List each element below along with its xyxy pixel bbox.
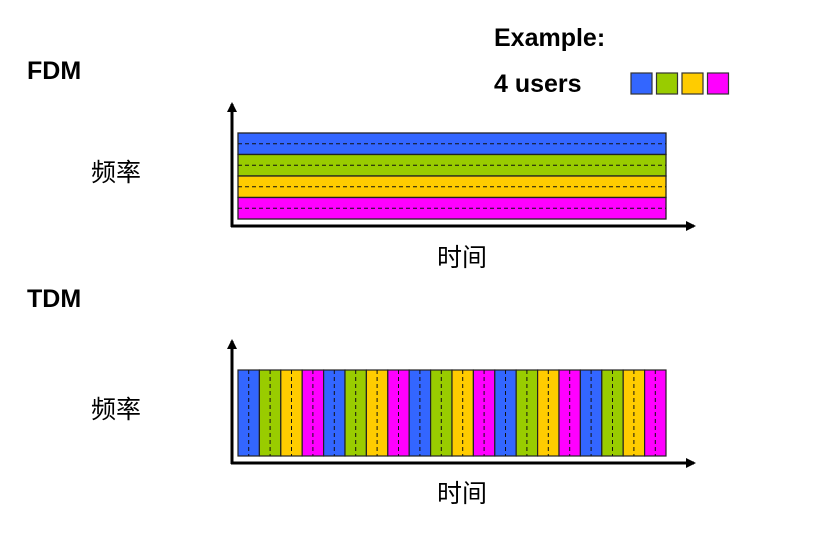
fdm-chart [237,132,667,220]
example-label: Example: [494,24,606,52]
fdm-x-label: 时间 [437,243,488,272]
users-label: 4 users [494,70,582,98]
tdm-x-label: 时间 [437,479,488,508]
tdm-title: TDM [27,285,82,313]
legend-swatch-user-3 [681,72,704,95]
legend [630,72,730,95]
legend-swatch-user-2 [655,72,679,95]
fdm-y-label: 频率 [91,158,142,187]
legend-swatch-user-4 [706,72,730,95]
legend-swatch-user-1 [630,72,653,95]
tdm-y-label: 频率 [91,395,142,424]
fdm-title: FDM [27,57,82,85]
tdm-chart [237,369,667,457]
